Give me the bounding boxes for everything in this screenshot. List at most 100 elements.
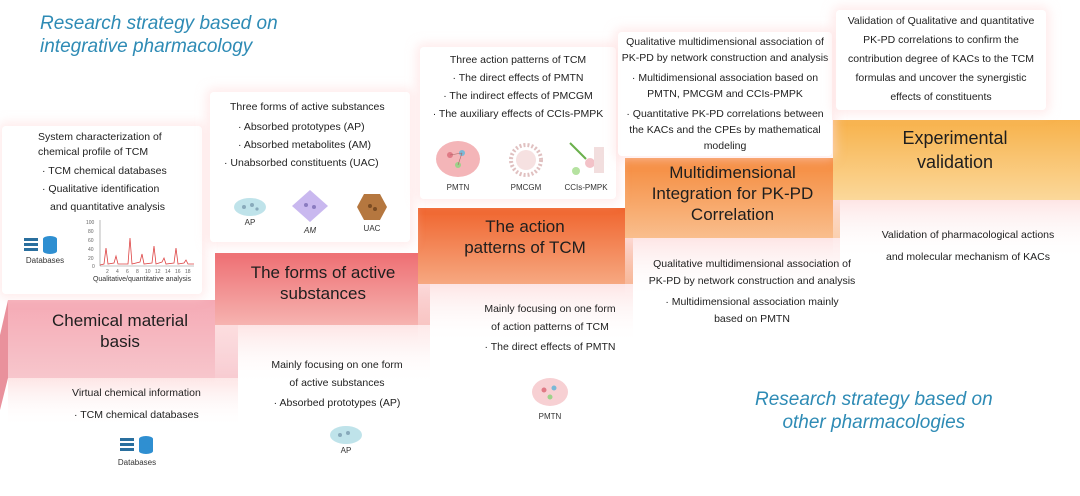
note-one-form-substances: Mainly focusing on one form of active su… [262, 356, 412, 412]
validation-line-1: Validation of Qualitative and quantitati… [847, 15, 1035, 27]
am-diamond-icon [292, 190, 328, 222]
bottom-strategy-heading: Research strategy based on other pharmac… [755, 388, 993, 434]
pmcgm-icon-label: PMCGM [510, 183, 542, 192]
am-icon-label: AM [304, 226, 316, 235]
database-icon-bottom [120, 436, 153, 454]
step1-label-line-2: basis [100, 332, 140, 351]
ap-icon-label-bottom: AP [340, 446, 352, 455]
top-strategy-heading: Research strategy based on integrative p… [40, 12, 278, 58]
patterns-title: Three action patterns of TCM [449, 54, 587, 66]
patterns-item-pmcgm: · The indirect effects of PMCGM [443, 90, 593, 102]
chemical-item-qualitative: · Qualitative identification [42, 183, 160, 195]
note-forms-line-1: Mainly focusing on one form [271, 359, 403, 371]
forms-item-am: · Absorbed metabolites (AM) [238, 139, 372, 151]
chart-ytick-80: 80 [88, 229, 94, 235]
step5-tread [833, 200, 1080, 260]
pmcgm-virus-icon [509, 143, 543, 177]
integration-line-3: · Multidimensional association based on [631, 72, 819, 84]
note-patterns-line-2: of action patterns of TCM [491, 321, 609, 333]
note-integration-line-2: PK-PD by network construction and analys… [648, 275, 856, 287]
pmtn-network-icon [436, 141, 480, 177]
uac-icon-label: UAC [363, 224, 381, 233]
integration-line-5: · Quantitative PK-PD correlations betwee… [626, 108, 824, 120]
database-label-bottom: Databases [117, 458, 157, 467]
ap-icon-label: AP [244, 218, 256, 227]
validation-line-5: effects of constituents [890, 91, 992, 103]
note-validation-mechanism: Validation of pharmacological actions an… [868, 224, 1068, 268]
note-virtual-chemical: Virtual chemical information · TCM chemi… [60, 384, 201, 424]
step-action-patterns: The action patterns of TCM [425, 216, 625, 258]
note-validation-line-2: and molecular mechanism of KACs [886, 251, 1050, 263]
note-patterns-line-1: Mainly focusing on one form [484, 303, 616, 315]
pmtn-icon-label-bottom: PMTN [538, 412, 562, 421]
note-integration-line-3: · Multidimensional association mainly [665, 296, 839, 308]
step4-label-line-2: Integration for PK-PD [651, 184, 814, 203]
database-icon [24, 236, 57, 254]
chart-ytick-40: 40 [88, 247, 94, 253]
database-label: Databases [25, 256, 65, 265]
note-qualitative-association: Qualitative multidimensional association… [642, 256, 862, 328]
step1-tread [8, 378, 238, 428]
step-chemical-material-basis: Chemical material basis [20, 310, 220, 352]
step1-front [8, 300, 238, 378]
chemical-title-line-1: System characterization of [38, 131, 162, 143]
chart-ytick-0: 0 [92, 264, 95, 270]
top-heading-line-1: Research strategy based on [40, 13, 278, 34]
validation-line-2: PK-PD correlations to confirm the [863, 34, 1019, 46]
chart-xtick-12: 12 [155, 269, 161, 274]
card-chemical-profile: System characterization of chemical prof… [2, 126, 202, 294]
note-validation-line-1: Validation of pharmacological actions [881, 229, 1055, 241]
chart-xlabel: Qualitative/quantitative analysis [92, 276, 192, 283]
note-forms-line-3: · Absorbed prototypes (AP) [273, 397, 401, 409]
step3-tread [418, 284, 633, 344]
top-heading-line-2: integrative pharmacology [40, 36, 253, 57]
step4-tread [625, 238, 840, 298]
chart-ytick-100: 100 [86, 220, 95, 226]
forms-item-uac: · Unabsorbed constituents (UAC) [224, 157, 379, 169]
chemical-item-databases: · TCM chemical databases [42, 165, 167, 177]
chart-xtick-2: 2 [106, 269, 109, 274]
chart-ytick-60: 60 [88, 238, 94, 244]
note-integration-line-1: Qualitative multidimensional association… [653, 258, 851, 270]
validation-line-3: contribution degree of KACs to the TCM [848, 53, 1034, 65]
step-multidimensional-integration: Multidimensional Integration for PK-PD C… [630, 162, 835, 225]
bottom-heading-line-1: Research strategy based on [755, 389, 993, 410]
step5-label-line-2: validation [916, 152, 994, 172]
integration-line-6: the KACs and the CPEs by mathematical [629, 124, 821, 136]
card-validation: Validation of Qualitative and quantitati… [836, 10, 1046, 110]
integration-line-7: modeling [703, 140, 747, 152]
pmtn-icon-label: PMTN [446, 183, 470, 192]
chart-xtick-14: 14 [165, 269, 171, 274]
note-chemical-line-2: · TCM chemical databases [74, 409, 199, 421]
integration-line-2: PK-PD by network construction and analys… [621, 52, 829, 64]
ap-molecule-icon-bottom [330, 426, 362, 444]
chart-xtick-16: 16 [175, 269, 181, 274]
forms-item-ap: · Absorbed prototypes (AP) [238, 121, 365, 133]
note-chemical-line-1: Virtual chemical information [72, 387, 201, 399]
step2-front [215, 253, 430, 325]
chromatogram-chart-icon: 100 80 60 40 20 0 2 4 6 8 10 12 14 16 18 [86, 220, 194, 274]
integration-line-4: PMTN, PMCGM and CCIs-PMPK [647, 88, 803, 100]
step-experimental-validation: Experimental validation [850, 126, 1060, 174]
uac-hexagon-icon [357, 194, 387, 220]
step3-front [418, 208, 633, 284]
chart-xtick-6: 6 [126, 269, 129, 274]
note-integration-line-4: based on PMTN [714, 313, 790, 325]
ccis-pmpk-icon [569, 142, 604, 175]
step2-tread [215, 325, 430, 385]
chemical-item-quantitative: and quantitative analysis [50, 201, 165, 213]
step3-label-line-1: The action [485, 217, 565, 236]
step4-label-line-1: Multidimensional [669, 163, 796, 182]
note-one-form-patterns: Mainly focusing on one form of action pa… [470, 300, 630, 356]
forms-title: Three forms of active substances [230, 101, 385, 113]
step5-front [833, 120, 1080, 200]
step-forms-of-active-substances: The forms of active substances [218, 262, 428, 304]
chart-ytick-20: 20 [88, 256, 94, 262]
step1-label-line-1: Chemical material [51, 311, 189, 330]
step2-label-line-2: substances [280, 284, 366, 303]
note-forms-line-2: of active substances [289, 377, 385, 389]
integration-line-1: Qualitative multidimensional association… [626, 36, 824, 48]
step1-side [0, 300, 8, 410]
chart-xtick-4: 4 [116, 269, 119, 274]
step2-label-line-1: The forms of active [250, 263, 396, 282]
